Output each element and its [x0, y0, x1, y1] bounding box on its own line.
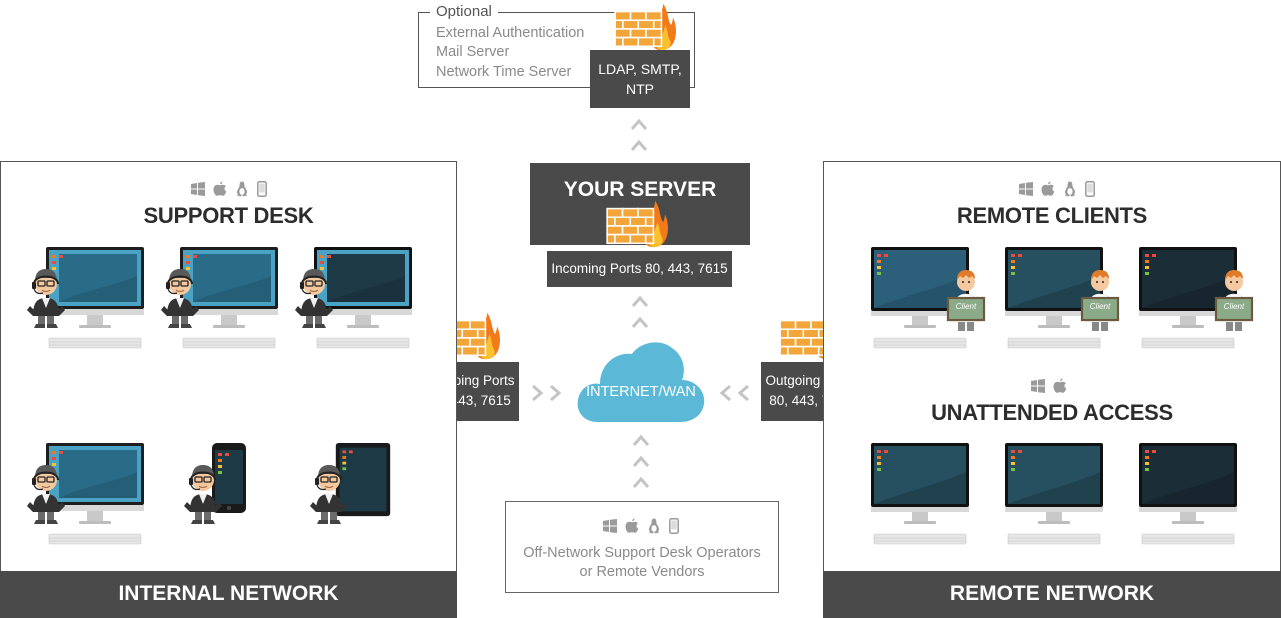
remote-network-footer: REMOTE NETWORK — [823, 571, 1281, 618]
chevron-left-icon — [720, 384, 732, 402]
optional-title: Optional — [430, 3, 498, 20]
support-desk-heading: SUPPORT DESK — [143, 203, 314, 228]
computer-icon — [1004, 442, 1104, 547]
optional-line-mail: Mail Server — [436, 44, 510, 60]
chevron-right-icon — [531, 384, 543, 402]
chevron-up-icon — [630, 139, 648, 151]
client-icon — [1214, 268, 1254, 332]
unattended-access-heading: UNATTENDED ACCESS — [931, 400, 1173, 425]
off-network-line1: Off-Network Support Desk Operators — [523, 545, 761, 561]
optional-line-time: Network Time Server — [436, 64, 572, 80]
linux-icon — [235, 181, 249, 197]
optional-services-box — [418, 12, 695, 88]
ldap-line2: NTP — [626, 81, 654, 97]
operator-icon — [183, 462, 223, 526]
apple-icon — [213, 181, 227, 197]
chevron-up-icon — [630, 118, 648, 130]
internal-network-panel — [0, 161, 457, 618]
optional-line-auth: External Authentication — [436, 25, 585, 41]
off-network-box — [505, 501, 779, 593]
ldap-line1: LDAP, SMTP, — [598, 61, 682, 77]
operator-icon — [26, 462, 66, 526]
operator-icon — [26, 266, 66, 330]
off-network-line2: or Remote Vendors — [579, 564, 705, 580]
remote-clients-heading: REMOTE CLIENTS — [956, 203, 1148, 228]
client-sign-text: Client — [1223, 302, 1245, 311]
apple-icon — [1053, 378, 1067, 394]
remote-clients-os-icons — [1019, 181, 1095, 197]
firewall-icon — [614, 0, 678, 54]
chevron-right-icon — [549, 384, 561, 402]
windows-icon — [1019, 182, 1033, 196]
apple-icon — [1041, 181, 1055, 197]
client-icon — [946, 268, 986, 332]
windows-icon — [603, 519, 617, 533]
linux-icon — [647, 518, 661, 534]
chevron-up-icon — [631, 316, 649, 328]
support-desk-os-icons — [191, 181, 267, 197]
operator-icon — [294, 266, 334, 330]
windows-icon — [191, 182, 205, 196]
mobile-icon — [669, 518, 679, 534]
apple-icon — [625, 518, 639, 534]
computer-icon — [1138, 442, 1238, 547]
remote-network-label: REMOTE NETWORK — [949, 582, 1155, 605]
client-sign-text: Client — [955, 302, 977, 311]
chevron-up-icon — [632, 455, 650, 467]
chevron-up-icon — [632, 434, 650, 446]
client-icon — [1080, 268, 1120, 332]
windows-icon — [1031, 379, 1045, 393]
mobile-icon — [1085, 181, 1095, 197]
linux-icon — [1063, 181, 1077, 197]
internal-network-footer: INTERNAL NETWORK — [0, 571, 457, 618]
incoming-ports-box: Incoming Ports 80, 443, 7615 — [547, 251, 732, 287]
computer-icon — [870, 442, 970, 547]
chevron-left-icon — [738, 384, 750, 402]
chevron-up-icon — [632, 476, 650, 488]
internal-network-label: INTERNAL NETWORK — [118, 582, 339, 605]
firewall-icon — [606, 197, 670, 251]
incoming-ports-label: Incoming Ports 80, 443, 7615 — [551, 261, 728, 276]
unattended-os-icons — [1031, 378, 1067, 394]
your-server-title: YOUR SERVER — [563, 178, 717, 201]
mobile-icon — [257, 181, 267, 197]
ldap-smtp-ntp-box: LDAP, SMTP, NTP — [590, 50, 690, 108]
operator-icon — [309, 462, 349, 526]
internet-cloud — [577, 342, 705, 422]
operator-icon — [160, 266, 200, 330]
internet-label: INTERNET/WAN — [586, 384, 696, 400]
client-sign-text: Client — [1089, 302, 1111, 311]
chevron-up-icon — [631, 295, 649, 307]
off-network-os-icons — [603, 518, 679, 534]
